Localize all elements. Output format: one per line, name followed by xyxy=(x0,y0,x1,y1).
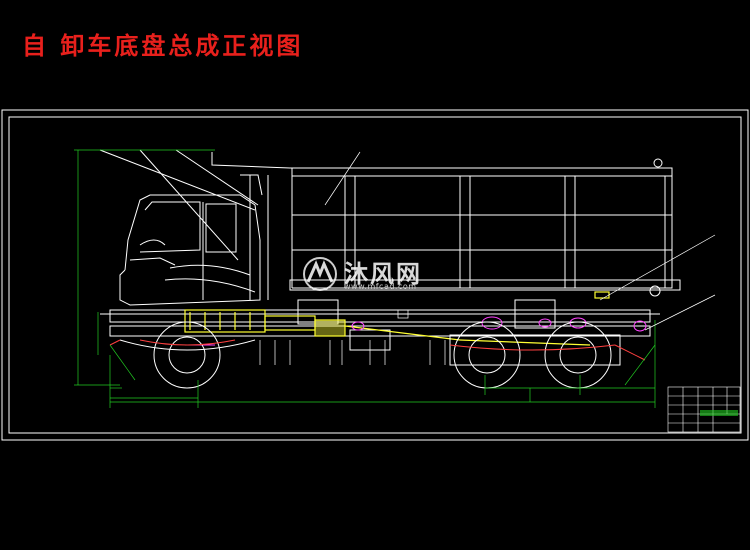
drawing-title: 自 卸车底盘总成正视图 xyxy=(22,32,304,60)
accent-parts xyxy=(185,316,647,346)
watermark-logo-text: 沐风网 xyxy=(344,260,422,288)
dump-body xyxy=(211,152,681,297)
driveline xyxy=(184,291,610,346)
rear-wheel-2 xyxy=(544,321,612,389)
watermark-url: www.mfcad.com xyxy=(344,282,417,291)
watermark: 沐风网 www.mfcad.com xyxy=(300,254,460,296)
cab xyxy=(99,149,269,306)
leaf-springs xyxy=(109,339,646,361)
inner-border xyxy=(8,116,742,434)
rear-wheel-1 xyxy=(453,321,521,389)
front-wheel xyxy=(153,321,221,389)
wheels xyxy=(119,321,621,389)
dimension-lines xyxy=(74,149,656,408)
mfcad-logo-icon xyxy=(303,257,337,291)
leader-lines xyxy=(259,151,716,365)
chassis-frame xyxy=(100,299,660,351)
title-block xyxy=(667,386,741,433)
outer-border xyxy=(1,109,749,441)
